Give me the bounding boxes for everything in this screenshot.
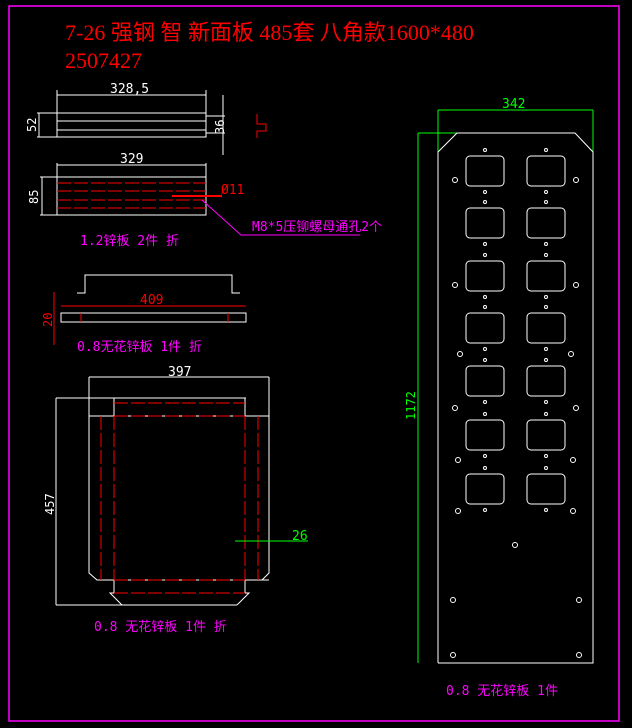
- panel-hole: [483, 508, 487, 512]
- part1-profile: [37, 90, 267, 155]
- part5-label: 0.8 无花锌板 1件: [446, 683, 558, 699]
- panel-hole: [483, 412, 487, 416]
- panel-hole: [544, 148, 548, 152]
- panel-hole: [455, 508, 461, 514]
- panel-cutout: [465, 207, 505, 239]
- panel-cutout: [526, 155, 566, 187]
- panel-hole: [544, 253, 548, 257]
- panel-hole: [483, 347, 487, 351]
- panel-cutout: [465, 260, 505, 292]
- part2-hole-dim: Ø11: [221, 183, 244, 198]
- part1-height-dim: 52: [25, 118, 39, 132]
- panel-hole: [570, 457, 576, 463]
- panel-hole: [573, 405, 579, 411]
- panel-hole: [570, 508, 576, 514]
- panel-cutout: [526, 473, 566, 505]
- panel-cutout: [526, 260, 566, 292]
- panel-hole: [544, 347, 548, 351]
- panel-cutout: [526, 207, 566, 239]
- panel-hole: [483, 242, 487, 246]
- panel-hole: [483, 400, 487, 404]
- panel-hole: [544, 190, 548, 194]
- part1-inner-dim: 36: [213, 120, 227, 134]
- panel-hole: [455, 457, 461, 463]
- part2-note: M8*5压铆螺母通孔2个: [252, 220, 382, 235]
- part3-label: 0.8无花锌板 1件 折: [77, 339, 202, 355]
- panel-hole: [544, 400, 548, 404]
- part4-flat: [55, 376, 308, 606]
- drawing-border: [8, 5, 620, 722]
- title-line2: 2507427: [65, 48, 142, 73]
- panel-hole: [544, 305, 548, 309]
- panel-hole: [483, 253, 487, 257]
- part2-label: 1.2锌板 2件 折: [80, 234, 179, 249]
- part5-panel: [417, 109, 594, 664]
- part5-height-dim: 1172: [404, 391, 418, 420]
- part2-flat: [40, 163, 360, 236]
- part4-height-dim: 457: [43, 493, 57, 515]
- title-line1: 7-26 强钢 智 新面板 485套 八角款1600*480: [65, 20, 474, 45]
- part3-width-dim: 409: [140, 293, 163, 308]
- panel-hole: [544, 412, 548, 416]
- panel-hole: [452, 282, 458, 288]
- part2-height-dim: 85: [27, 190, 41, 204]
- panel-hole: [457, 351, 463, 357]
- panel-hole: [544, 466, 548, 470]
- panel-hole: [544, 508, 548, 512]
- panel-cutout: [526, 312, 566, 344]
- panel-hole: [576, 597, 582, 603]
- panel-hole: [483, 454, 487, 458]
- panel-hole: [483, 358, 487, 362]
- panel-hole: [544, 358, 548, 362]
- panel-hole: [483, 466, 487, 470]
- panel-cutout: [526, 365, 566, 397]
- panel-cutout: [465, 365, 505, 397]
- panel-hole: [544, 454, 548, 458]
- panel-hole: [452, 177, 458, 183]
- panel-hole: [450, 652, 456, 658]
- part4-width-dim: 397: [168, 365, 191, 380]
- panel-cutout: [465, 473, 505, 505]
- panel-hole: [573, 282, 579, 288]
- part5-width-dim: 342: [502, 97, 525, 112]
- part4-label: 0.8 无花锌板 1件 折: [94, 619, 227, 635]
- panel-hole: [483, 295, 487, 299]
- panel-hole: [544, 200, 548, 204]
- panel-hole: [483, 200, 487, 204]
- panel-hole: [568, 351, 574, 357]
- panel-hole: [483, 190, 487, 194]
- panel-cutout: [465, 312, 505, 344]
- part3-strip: [53, 274, 247, 345]
- panel-hole: [544, 242, 548, 246]
- part2-width-dim: 329: [120, 152, 143, 167]
- panel-hole: [573, 177, 579, 183]
- part4-flange-dim: 26: [292, 529, 308, 544]
- panel-hole: [576, 652, 582, 658]
- part3-height-dim: 20: [41, 313, 55, 327]
- panel-cutout: [526, 419, 566, 451]
- panel-cutout: [465, 419, 505, 451]
- part1-width-dim: 328,5: [110, 82, 149, 97]
- panel-hole: [450, 597, 456, 603]
- panel-hole: [544, 295, 548, 299]
- panel-hole: [483, 148, 487, 152]
- panel-hole: [452, 405, 458, 411]
- panel-hole: [483, 305, 487, 309]
- panel-cutout: [465, 155, 505, 187]
- panel-hole: [512, 542, 518, 548]
